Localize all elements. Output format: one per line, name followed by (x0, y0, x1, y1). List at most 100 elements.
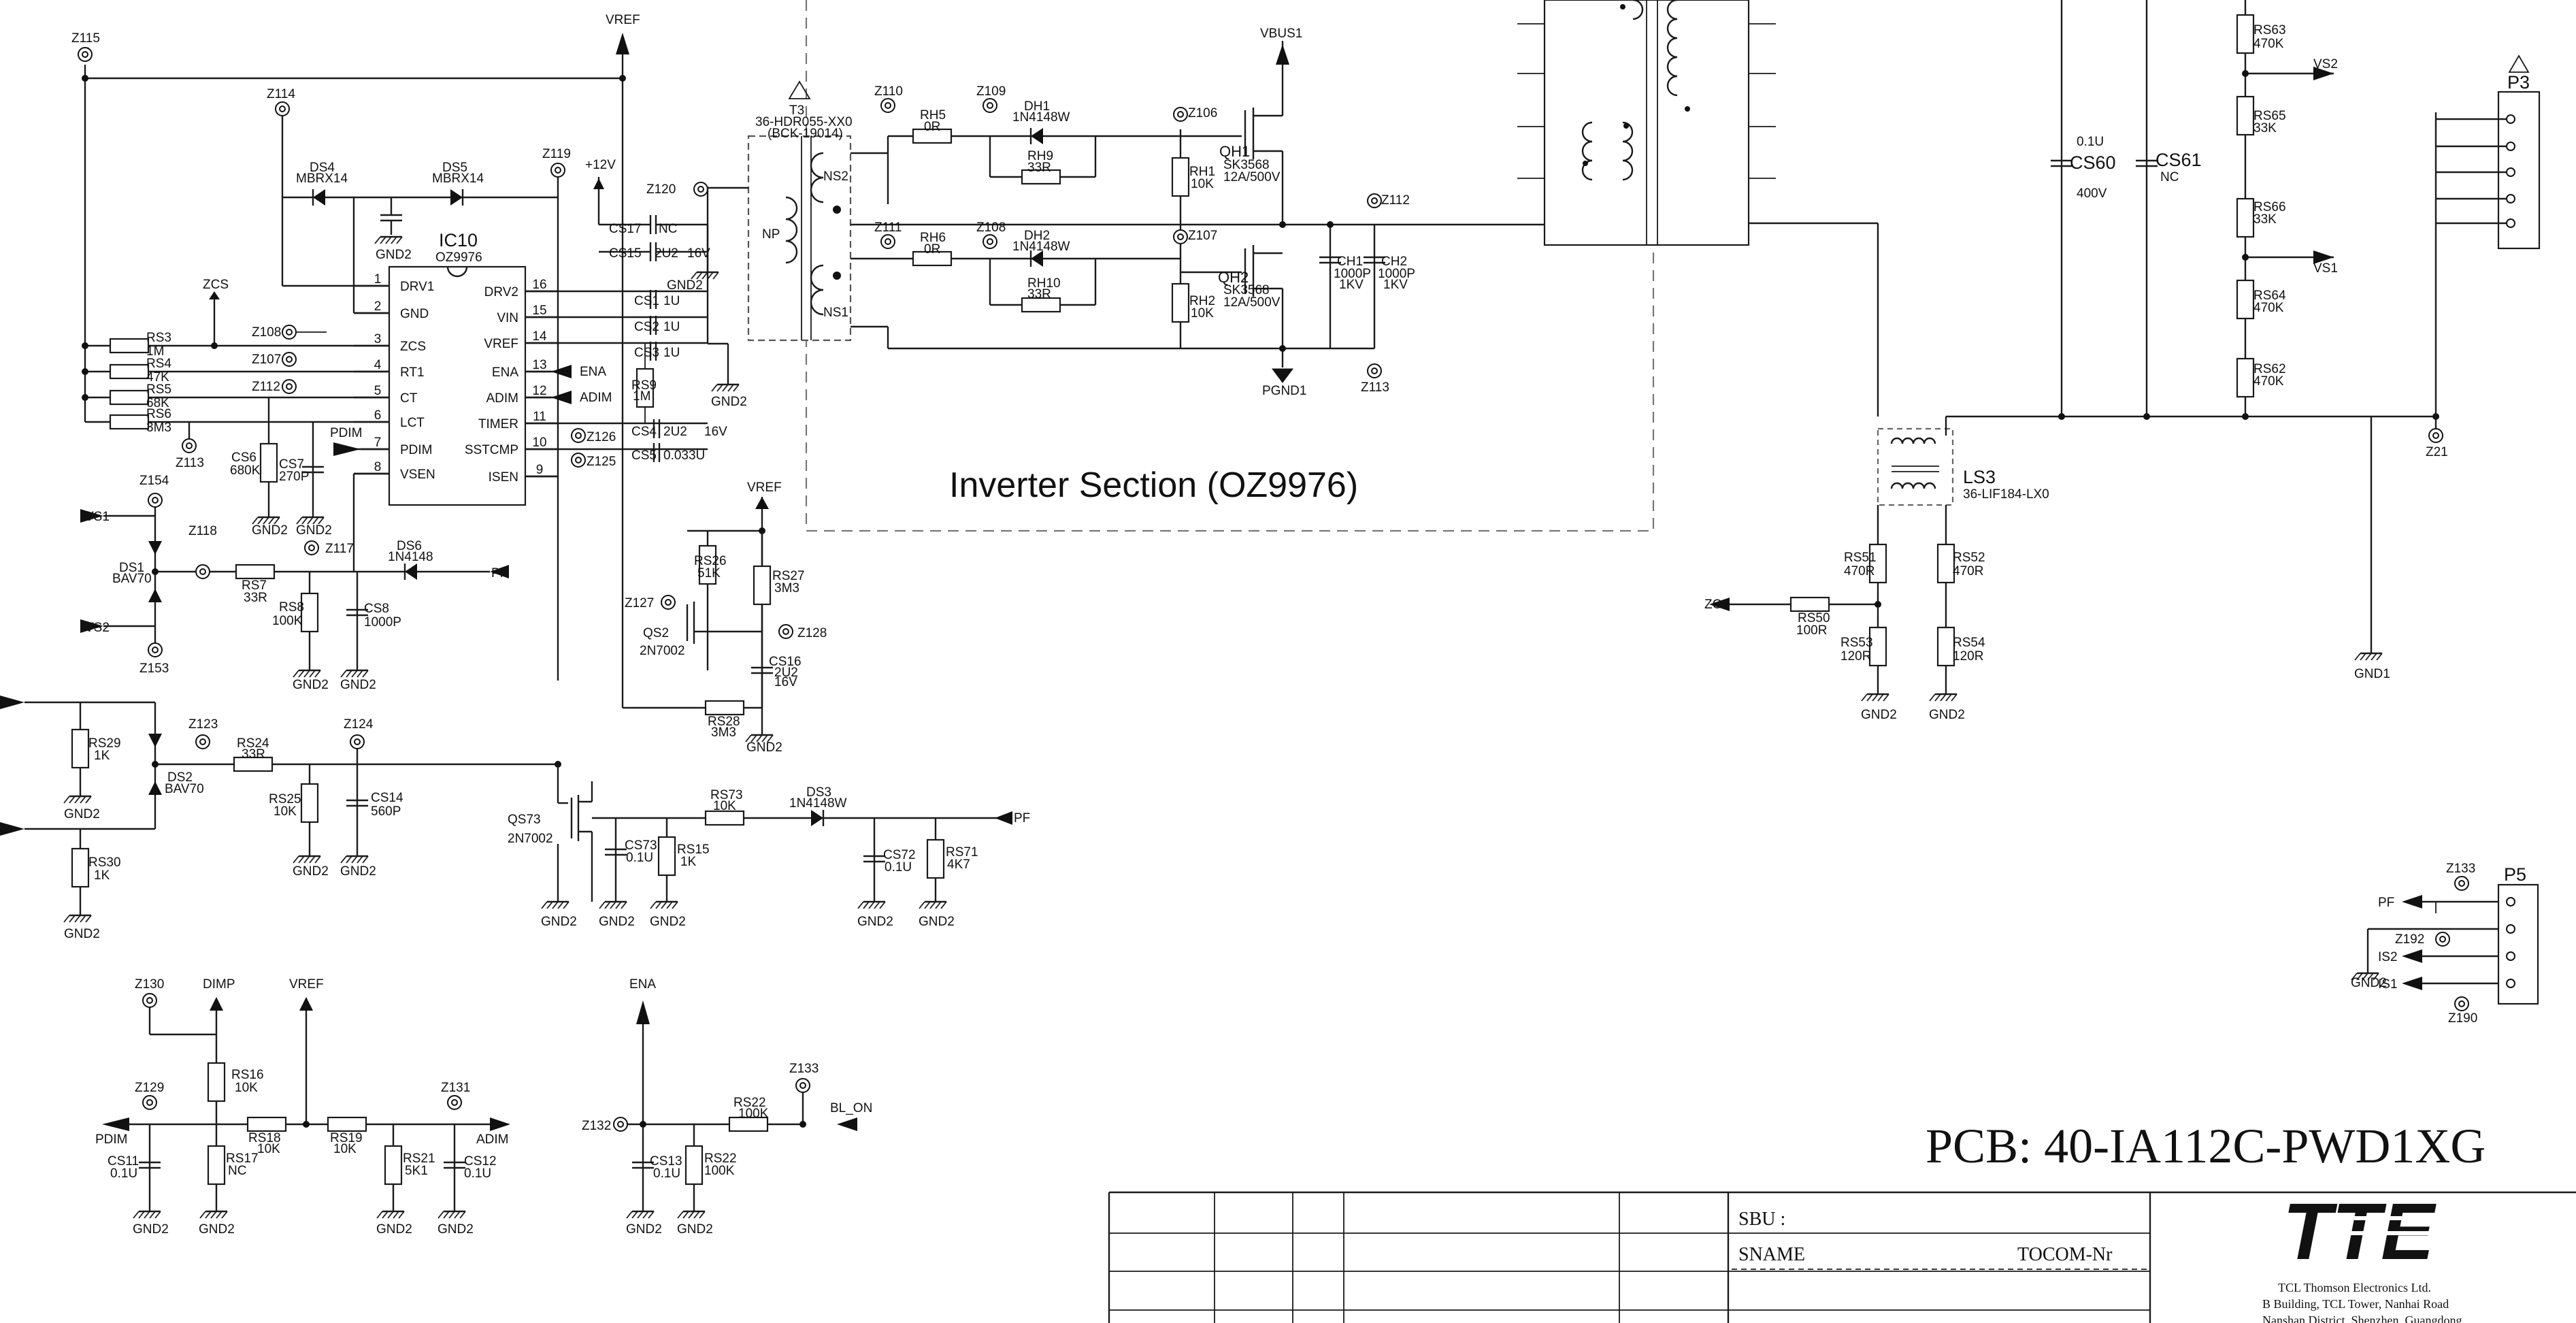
z127-testpoint[interactable] (661, 595, 676, 610)
z153-testpoint[interactable] (148, 642, 163, 657)
ic-pin-name-left: PDIM (400, 443, 433, 457)
z131-testpoint[interactable] (447, 1095, 462, 1110)
vs2-label-right: VS2 (2313, 57, 2338, 71)
gnd2-label-x: GND2 (626, 1222, 662, 1237)
ic-pin-number-left: 1 (374, 272, 382, 287)
gnd2-label-y: GND2 (677, 1222, 713, 1237)
cs8-ref: CS8 (364, 602, 389, 616)
rs30-ref: RS30 (88, 855, 121, 870)
ds3-diode-icon (811, 810, 823, 826)
ic-pin-number-right: 14 (532, 329, 547, 344)
z123-label: Z123 (188, 717, 218, 732)
z121-testpoint[interactable] (304, 540, 319, 555)
z152-testpoint[interactable] (148, 493, 163, 508)
adim-label-ic: ADIM (580, 391, 612, 405)
ic-pin-name-left: CT (400, 391, 418, 406)
company-address-2: Nanshan District, Shenzhen, Guangdong (2262, 1313, 2462, 1323)
z120-testpoint[interactable] (693, 182, 708, 197)
z126-testpoint[interactable] (571, 428, 586, 443)
z119-label: Z119 (542, 147, 571, 161)
z108-testpoint[interactable] (982, 234, 997, 249)
qh1-rating: 12A/500V (1223, 170, 1281, 184)
z108-label: Z108 (976, 220, 1006, 235)
qh1-ref: QH1 (1219, 143, 1250, 160)
ic-pin-number-left: 3 (374, 332, 382, 346)
cs73-ref: CS73 (625, 838, 657, 853)
bl-on-label: BL_ON (830, 1101, 872, 1115)
t3-ref: T3 (789, 103, 804, 118)
z124-testpoint[interactable] (350, 734, 365, 749)
z106-testpoint[interactable] (1173, 107, 1188, 122)
ic-right-caps: CS17 NC CS15 2U2 16V GND2 CS1 1U CS2 1U … (525, 214, 747, 469)
pf-label-p5: PF (2378, 896, 2394, 910)
ds4-ds5-branch: Z114 DS4 MBRX14 GND2 DS5 MBRX14 Z119 +12… (267, 87, 616, 681)
rs50-ref: RS50 (1798, 611, 1830, 625)
gnd2-label-d: GND2 (293, 678, 329, 692)
rs15-ref: RS16 (231, 1068, 264, 1082)
z192-testpoint[interactable] (2435, 932, 2450, 947)
rh9-ref: RH9 (1027, 149, 1053, 163)
z109-testpoint[interactable] (982, 98, 997, 113)
ch1-val: 1000P (1334, 267, 1371, 281)
rs9-val: 1M (633, 389, 650, 404)
z110-testpoint[interactable] (880, 98, 895, 113)
ds1-part: BAV70 (112, 572, 152, 586)
z112-testpoint[interactable] (1367, 193, 1382, 208)
z132-testpoint[interactable] (613, 1117, 628, 1132)
vs1-arrow-right-icon (2313, 250, 2334, 264)
ds6-diode-icon (405, 564, 417, 580)
p3-label: P3 (2507, 72, 2530, 93)
z122-label: Z118 (188, 524, 217, 538)
z191-testpoint[interactable] (2454, 996, 2469, 1011)
ic-pin-name-right: ISEN (489, 470, 518, 485)
z124-label: Z124 (344, 717, 374, 732)
ena-network: ENA Z132 CS13 0.1U GND2 RS22 100K GND2 R… (582, 977, 872, 1237)
z125-testpoint[interactable] (571, 453, 586, 468)
p12-arrow-icon (593, 178, 604, 189)
z154-testpoint[interactable] (282, 325, 297, 340)
z119-testpoint[interactable] (550, 163, 565, 178)
rs63-ref: RS63 (2253, 23, 2286, 37)
z123-testpoint[interactable] (195, 734, 210, 749)
z115-testpoint[interactable] (78, 47, 93, 62)
z107-testpoint[interactable] (1173, 229, 1188, 244)
ds1b-diode-icon (148, 589, 162, 602)
tocom-label: TOCOM-Nr (2017, 1244, 2113, 1265)
z117-label: Z112 (252, 380, 280, 394)
rs7-ref: RS7 (242, 578, 267, 593)
z117-testpoint[interactable] (282, 379, 297, 394)
z133-testpoint[interactable] (795, 1078, 810, 1093)
rs26-val: 51K (697, 566, 721, 581)
cs3-ref: CS3 (634, 346, 659, 360)
zcs-arrow-icon (209, 291, 220, 299)
ic-pin-name-left: GND (400, 307, 429, 321)
z118-testpoint[interactable] (282, 352, 297, 367)
cs16-val: 2U2 (774, 666, 798, 680)
qh2-rating: 12A/500V (1223, 295, 1281, 310)
z116-testpoint[interactable] (182, 438, 197, 453)
ds5-part: MBRX14 (432, 172, 484, 186)
z21-testpoint[interactable] (2428, 428, 2443, 443)
z129-testpoint[interactable] (142, 1095, 157, 1110)
cs3-val: 1U (663, 346, 680, 360)
z130-testpoint[interactable] (142, 993, 157, 1008)
rs29-ref: RS29 (88, 736, 121, 751)
cs11-val: 0.1U (110, 1166, 137, 1181)
in1-arrow-icon (0, 696, 24, 709)
z110-label: Z110 (874, 84, 903, 99)
z114-testpoint[interactable] (275, 101, 290, 116)
ch1-ref: CH1 (1337, 255, 1363, 269)
ds2a-diode-icon (148, 734, 162, 747)
ic-pin-number-right: 10 (532, 436, 546, 450)
z190-testpoint[interactable] (2454, 876, 2469, 891)
z113-testpoint[interactable] (1367, 363, 1382, 378)
z128-testpoint[interactable] (778, 624, 793, 639)
warning-icon-p3 (2508, 54, 2530, 73)
z106-label: Z106 (1188, 106, 1217, 120)
rs72-ref: RS73 (710, 788, 743, 802)
z122-testpoint[interactable] (195, 564, 210, 579)
rs21-ref: RS22 (733, 1096, 766, 1110)
z111-testpoint[interactable] (880, 234, 895, 249)
ds1-ref: DS1 (119, 561, 144, 575)
ic-pin-number-left: 5 (374, 384, 382, 398)
